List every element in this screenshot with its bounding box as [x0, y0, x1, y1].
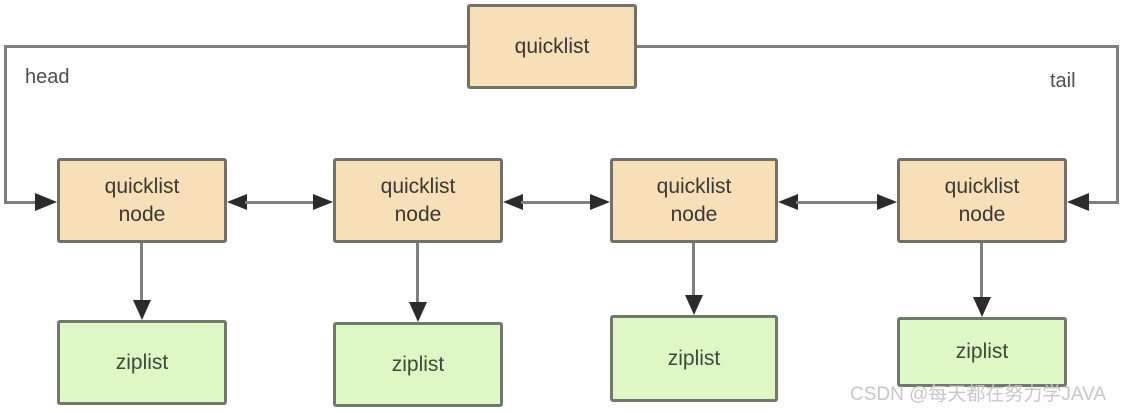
tail-line-vertical — [1116, 45, 1119, 204]
ziplist-box-3: ziplist — [610, 315, 778, 402]
node-link-line-1 — [245, 201, 315, 204]
csdn-watermark: CSDN @每天都在努力学JAVA — [850, 384, 1107, 405]
quicklist-node-box-3: quicklist node — [610, 158, 778, 243]
tail-arrowhead-icon — [1067, 193, 1089, 211]
bidirectional-arrowhead-icon — [227, 194, 247, 210]
tail-line-horizontal — [637, 45, 1119, 48]
ziplist-label: ziplist — [955, 340, 1009, 363]
quicklist-node-label: quicklist node — [944, 174, 1020, 226]
ziplist-box-1: ziplist — [57, 320, 227, 405]
quicklist-node-label: quicklist node — [104, 174, 180, 226]
quicklist-node-label: quicklist node — [656, 174, 732, 226]
ziplist-link-line-3 — [692, 243, 695, 296]
quicklist-node-box-4: quicklist node — [897, 158, 1067, 243]
down-arrowhead-icon — [409, 302, 427, 322]
node-link-line-3 — [796, 201, 879, 204]
head-pointer-label: head — [25, 66, 70, 88]
ziplist-box-2: ziplist — [333, 322, 503, 407]
ziplist-link-line-1 — [140, 243, 143, 301]
ziplist-link-line-4 — [980, 243, 983, 298]
bidirectional-arrowhead-icon — [313, 194, 333, 210]
head-line-stub — [4, 201, 36, 204]
ziplist-label: ziplist — [391, 352, 445, 376]
down-arrowhead-icon — [685, 295, 703, 315]
ziplist-link-line-2 — [416, 243, 419, 303]
quicklist-node-box-2: quicklist node — [333, 158, 503, 243]
down-arrowhead-icon — [133, 300, 151, 320]
bidirectional-arrowhead-icon — [503, 194, 523, 210]
head-line-vertical — [4, 45, 7, 204]
head-arrowhead-icon — [35, 193, 57, 211]
tail-line-stub — [1089, 201, 1118, 204]
node-link-line-2 — [521, 201, 592, 204]
down-arrowhead-icon — [973, 297, 991, 317]
ziplist-label: ziplist — [667, 346, 721, 370]
bidirectional-arrowhead-icon — [877, 194, 897, 210]
bidirectional-arrowhead-icon — [590, 194, 610, 210]
head-line-horizontal — [4, 45, 467, 48]
ziplist-box-4: ziplist — [897, 317, 1067, 387]
tail-pointer-label: tail — [1050, 70, 1076, 92]
bidirectional-arrowhead-icon — [778, 194, 798, 210]
quicklist-root-label: quicklist — [514, 34, 590, 58]
quicklist-node-box-1: quicklist node — [57, 158, 227, 243]
quicklist-node-label: quicklist node — [380, 174, 456, 226]
quicklist-root-box: quicklist — [467, 4, 637, 89]
ziplist-label: ziplist — [115, 350, 169, 374]
